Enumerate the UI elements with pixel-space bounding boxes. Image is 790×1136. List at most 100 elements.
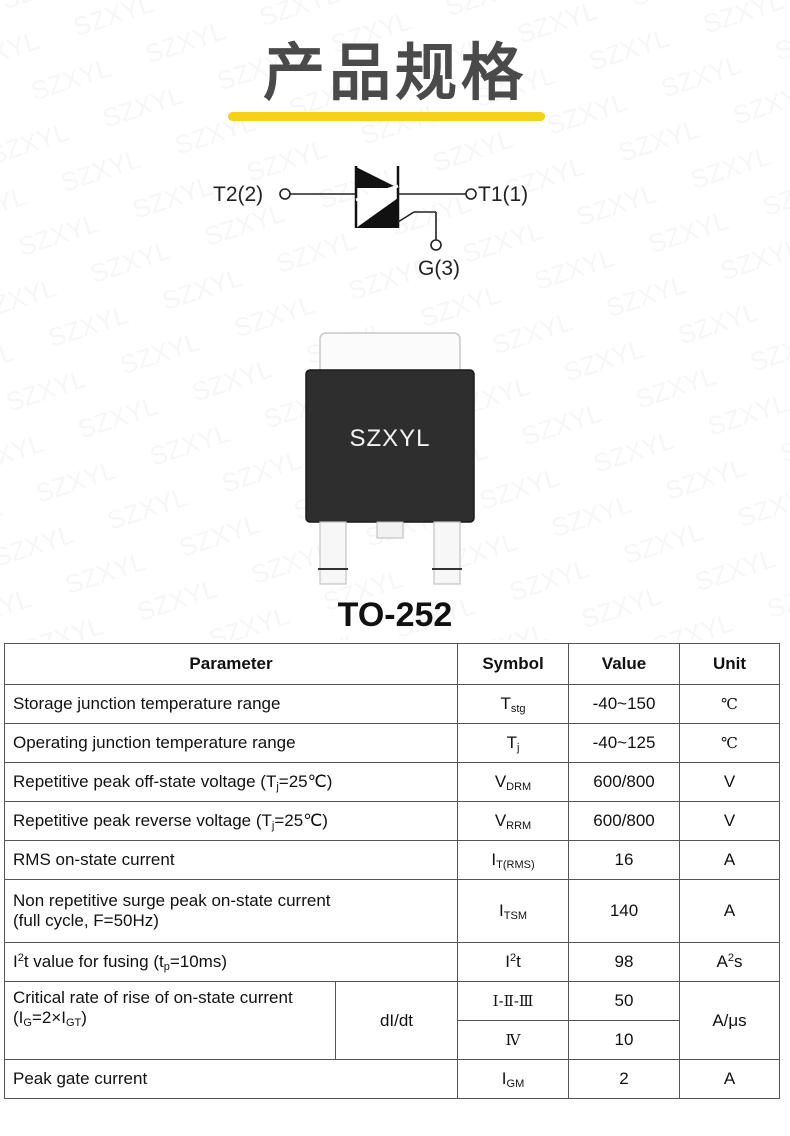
t2-terminal-label: T2(2) — [213, 183, 263, 206]
watermark-text: SZXYL — [441, 0, 529, 22]
param-cell: Operating junction temperature range — [3, 723, 459, 763]
value-cell: 2 — [568, 1059, 681, 1099]
table-row: Ⅳ 10 — [5, 1020, 780, 1060]
table-row: Non repetitive surge peak on-state curre… — [3, 879, 781, 943]
watermark-text: SZXYL — [488, 306, 576, 360]
t1-terminal-node — [465, 188, 477, 200]
value-cell: 98 — [568, 942, 681, 982]
value-cell: 140 — [568, 879, 681, 943]
unit-cell: ℃ — [679, 723, 781, 763]
symbol-cell: I2t — [457, 942, 570, 982]
package-lead-left — [319, 521, 347, 585]
watermark-text: SZXYL — [0, 492, 5, 546]
watermark-text: SZXYL — [0, 428, 47, 482]
watermark-text: SZXYL — [687, 141, 775, 195]
quadrant-cell: Ⅰ-Ⅱ-Ⅲ — [457, 981, 570, 1021]
triac-symbol-diagram: T2(2) T1(1) G(3) — [213, 166, 528, 280]
triac-upper-triangle — [356, 167, 398, 188]
watermark-text: SZXYL — [32, 455, 120, 509]
table-row: Operating junction temperature range Tj … — [3, 723, 781, 763]
gate-terminal-node — [430, 239, 442, 251]
package-lead-right — [433, 521, 461, 585]
unit-cell: A — [679, 879, 781, 943]
value-cell: 600/800 — [568, 801, 681, 841]
unit-cell: V — [679, 762, 781, 802]
t2-terminal-node — [279, 188, 291, 200]
watermark-text: SZXYL — [716, 232, 790, 286]
watermark-text: SZXYL — [548, 489, 636, 543]
watermark-text: SZXYL — [627, 0, 715, 12]
watermark-text: SZXYL — [704, 388, 790, 442]
param-cell: RMS on-state current — [3, 840, 459, 880]
watermark-text: SZXYL — [674, 296, 762, 350]
table-row: Peak gate current IGM 2 A — [3, 1059, 781, 1099]
table-row: Storage junction temperature range Tstg … — [3, 684, 781, 724]
watermark-text: SZXYL — [15, 208, 103, 262]
watermark-text: SZXYL — [44, 299, 132, 353]
watermark-text: SZXYL — [0, 272, 60, 326]
value-cell: 16 — [568, 840, 681, 880]
quadrant-cell: Ⅳ — [457, 1020, 570, 1060]
watermark-text: SZXYL — [590, 425, 678, 479]
page-title: 产品规格 — [262, 36, 527, 109]
symbol-cell: ITSM — [457, 879, 570, 943]
watermark-text: SZXYL — [0, 181, 30, 235]
param-cell: Peak gate current — [3, 1059, 459, 1099]
table-header-row: Parameter Symbol Value Unit — [3, 643, 781, 685]
watermark-text: SZXYL — [74, 390, 162, 444]
watermark-text: SZXYL — [746, 323, 790, 377]
watermark-text: SZXYL — [759, 168, 790, 222]
watermark-text: SZXYL — [645, 205, 733, 259]
param-cell: Repetitive peak reverse voltage (Tj=25℃) — [3, 801, 459, 841]
watermark-text: SZXYL — [619, 516, 707, 570]
watermark-text: SZXYL — [0, 117, 73, 171]
to252-package-image: SZXYL — [305, 332, 475, 585]
symbol-cell-didt: dI/dt — [334, 981, 459, 1060]
watermark-text: SZXYL — [116, 326, 204, 380]
watermark-text: SZXYL — [104, 482, 192, 536]
unit-cell: A2s — [679, 942, 781, 982]
symbol-cell: Tj — [457, 723, 570, 763]
watermark-text: SZXYL — [691, 543, 779, 597]
package-center-stub — [376, 521, 404, 539]
param-cell: I2t value for fusing (tp=10ms) — [3, 942, 459, 982]
watermark-text: SZXYL — [0, 336, 18, 390]
watermark-text: SZXYL — [188, 353, 276, 407]
watermark-text: SZXYL — [518, 398, 606, 452]
t1-terminal-label: T1(1) — [478, 183, 528, 206]
table-row: I2t value for fusing (tp=10ms) I2t 98 A2… — [3, 942, 781, 982]
symbol-cell: IT(RMS) — [457, 840, 570, 880]
watermark-text: SZXYL — [86, 235, 174, 289]
param-cell: Repetitive peak off-state voltage (Tj=25… — [3, 762, 459, 802]
symbol-cell: VDRM — [457, 762, 570, 802]
param-cell: Non repetitive surge peak on-state curre… — [3, 879, 459, 943]
triac-lower-triangle — [356, 198, 398, 228]
symbol-cell: VRRM — [457, 801, 570, 841]
watermark-text: SZXYL — [184, 0, 272, 5]
table-row: Repetitive peak off-state voltage (Tj=25… — [3, 762, 781, 802]
unit-cell: A — [679, 1059, 781, 1099]
symbol-cell: Tstg — [457, 684, 570, 724]
unit-cell: A/μs — [679, 981, 781, 1060]
watermark-text: SZXYL — [0, 519, 77, 573]
title-underline — [228, 112, 545, 121]
watermark-text: SZXYL — [57, 144, 145, 198]
table-row: Repetitive peak reverse voltage (Tj=25℃)… — [3, 801, 781, 841]
watermark-text: SZXYL — [91, 637, 179, 640]
watermark-text: SZXYL — [602, 269, 690, 323]
unit-cell: V — [679, 801, 781, 841]
header-unit: Unit — [679, 643, 781, 685]
watermark-text: SZXYL — [0, 0, 85, 15]
watermark-text: SZXYL — [776, 415, 790, 469]
gate-terminal-label: G(3) — [418, 257, 460, 280]
package-marking: SZXYL — [349, 425, 430, 452]
watermark-text: SZXYL — [61, 546, 149, 600]
watermark-text: SZXYL — [2, 363, 90, 417]
watermark-text: SZXYL — [560, 333, 648, 387]
watermark-text: SZXYL — [662, 452, 750, 506]
table-row: RMS on-state current IT(RMS) 16 A — [3, 840, 781, 880]
value-cell: 50 — [568, 981, 681, 1021]
header-symbol: Symbol — [457, 643, 570, 685]
symbol-cell: IGM — [457, 1059, 570, 1099]
table-row: Critical rate of rise of on-state curren… — [4, 981, 781, 1060]
